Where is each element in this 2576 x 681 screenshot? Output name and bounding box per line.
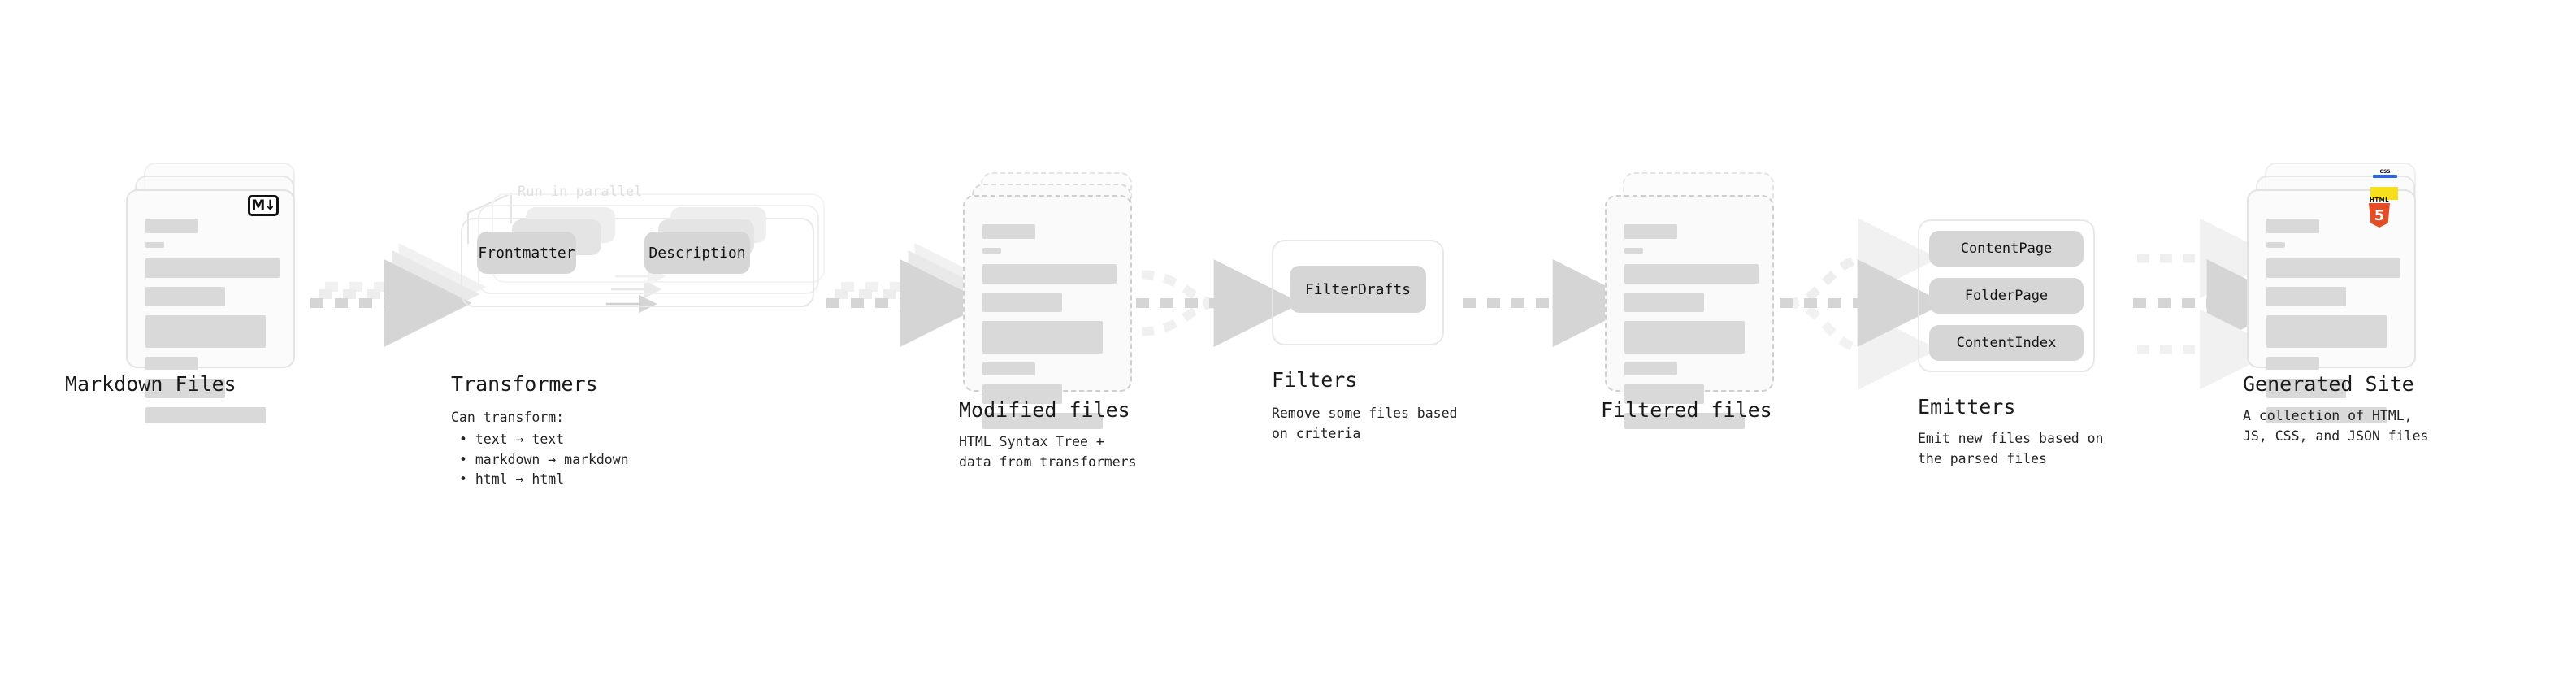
pill-folderpage[interactable]: FolderPage xyxy=(1929,278,2084,314)
css-icon-label: CSS xyxy=(2379,169,2391,175)
js-icon xyxy=(2370,187,2398,200)
filters-group-box xyxy=(1272,240,1444,345)
pill-description-label: Description xyxy=(648,244,746,262)
stage-title-markdown: Markdown Files xyxy=(65,372,236,396)
pill-filterdrafts[interactable]: FilterDrafts xyxy=(1290,266,1426,313)
stage-title-filtered: Filtered files xyxy=(1601,398,1772,422)
filters-subtitle-line-1: on criteria xyxy=(1272,425,1361,441)
arrow-emitters-to-site xyxy=(2133,218,2295,390)
filters-subtitle-line-0: Remove some files based xyxy=(1272,406,1458,421)
transformer-group-front xyxy=(461,218,814,307)
pill-contentindex-label: ContentIndex xyxy=(1956,335,2057,351)
pill-contentpage-label: ContentPage xyxy=(1960,241,2053,257)
stage-markdown-files: M↓ M↓ M↓ Markdown Files xyxy=(65,163,313,423)
css-icon: CSS xyxy=(2373,169,2397,178)
pill-folderpage-label: FolderPage xyxy=(1964,288,2049,304)
run-in-parallel-label: Run in parallel xyxy=(518,184,643,200)
pill-frontmatter-label: Frontmatter xyxy=(478,244,575,262)
pill-frontmatter[interactable]: Frontmatter xyxy=(477,232,576,274)
modified-content-lines xyxy=(982,224,1117,438)
generated-subtitle-line-0: A collection of HTML, xyxy=(2243,408,2413,423)
emitters-group-box xyxy=(1918,219,2095,372)
stage-subtitle-modified: HTML Syntax Tree + data from transformer… xyxy=(959,432,1137,473)
file-sheet-front xyxy=(126,189,295,423)
site-content-lines xyxy=(2266,219,2400,432)
stage-title-transformers: Transformers xyxy=(451,372,598,396)
markdown-icon: M↓ xyxy=(248,195,279,216)
css-icon-bar xyxy=(2373,175,2397,178)
stage-filtered-files: Filtered files xyxy=(1601,172,1792,429)
stage-title-emitters: Emitters xyxy=(1918,395,2016,419)
site-sheet-front xyxy=(2247,189,2416,423)
modified-sheet-front xyxy=(963,195,1132,429)
filtered-content-lines xyxy=(1624,224,1759,438)
arrow-markdown-to-transformers xyxy=(310,243,487,347)
generated-subtitle-line-1: JS, CSS, and JSON files xyxy=(2243,427,2429,444)
arrow-transformers-to-modified xyxy=(826,243,1003,347)
stage-modified-files: Modified files HTML Syntax Tree + data f… xyxy=(959,172,1150,470)
emitters-subtitle-line-0: Emit new files based on xyxy=(1918,431,2104,446)
html5-icon-shield: 5 xyxy=(2369,203,2390,228)
pill-description[interactable]: Description xyxy=(644,232,750,274)
stage-subtitle-filters: Remove some files based on criteria xyxy=(1272,404,1457,445)
stage-title-modified: Modified files xyxy=(959,398,1130,422)
pill-filterdrafts-label: FilterDrafts xyxy=(1304,280,1412,298)
pill-contentpage[interactable]: ContentPage xyxy=(1929,231,2084,267)
filtered-sheet-front xyxy=(1605,195,1774,429)
stage-subtitle-emitters: Emit new files based on the parsed files xyxy=(1918,429,2103,470)
stage-title-filters: Filters xyxy=(1272,368,1358,392)
stage-generated-site: CSS HTML 5 Generated Site A collection o… xyxy=(2243,163,2442,444)
html5-icon-word: HTML xyxy=(2369,197,2390,203)
html5-icon: HTML 5 xyxy=(2369,197,2390,228)
file-content-lines xyxy=(145,219,280,432)
transform-bullet-1: • markdown → markdown xyxy=(459,451,629,467)
transform-bullet-2: • html → html xyxy=(459,471,565,488)
stage-subtitle-transformers: Can transform: • text → text • markdown … xyxy=(451,408,629,490)
stage-subtitle-generated: A collection of HTML, JS, CSS, and JSON … xyxy=(2243,406,2428,447)
can-transform-label: Can transform: xyxy=(451,410,565,425)
pill-contentindex[interactable]: ContentIndex xyxy=(1929,325,2084,361)
arrow-filtered-to-emitters xyxy=(1780,218,1945,390)
modified-subtitle-line-0: HTML Syntax Tree + xyxy=(959,434,1104,449)
emitters-subtitle-line-1: the parsed files xyxy=(1918,450,2047,466)
stage-title-generated: Generated Site xyxy=(2243,372,2414,396)
modified-subtitle-line-1: data from transformers xyxy=(959,453,1137,470)
transform-bullet-0: • text → text xyxy=(459,431,565,447)
